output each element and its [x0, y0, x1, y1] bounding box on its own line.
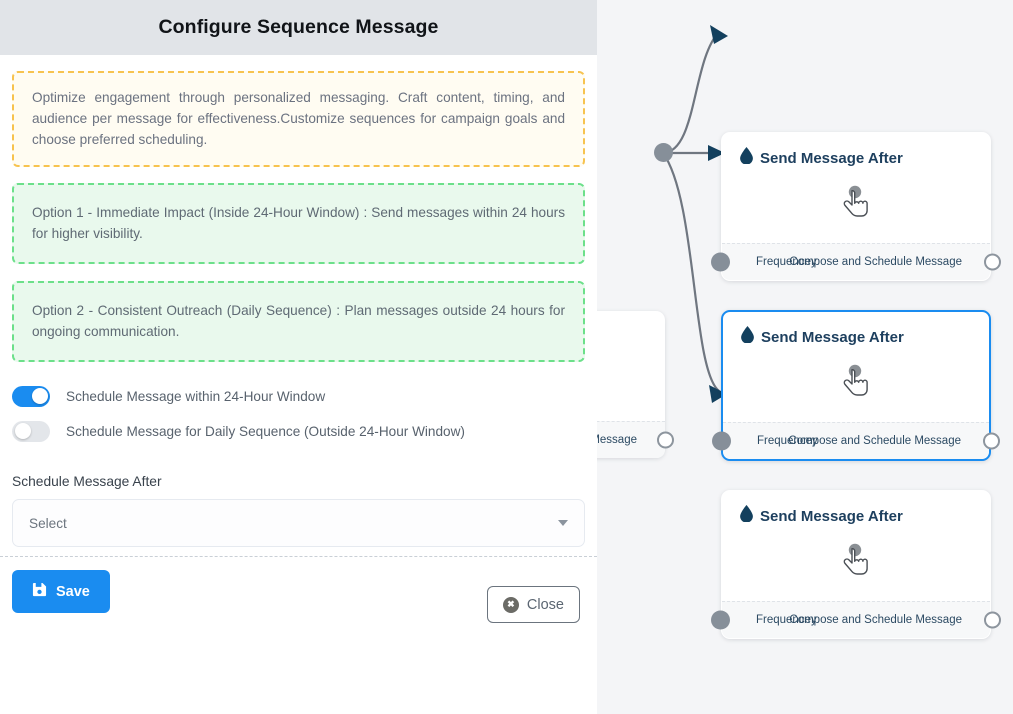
flow-canvas[interactable]: ce Message Send Message After: [597, 0, 1013, 714]
tap-hand-cursor-icon: [838, 542, 874, 587]
toggle-knob: [14, 423, 31, 440]
water-drop-icon: [740, 147, 753, 169]
node-output-label: ce Message: [597, 434, 637, 446]
node-send-message-after-1[interactable]: Send Message After Frequencey Compose an…: [711, 132, 1001, 281]
node-header: Send Message After: [722, 491, 990, 527]
output-port[interactable]: [657, 431, 674, 449]
close-button[interactable]: ✖ Close: [486, 586, 580, 623]
panel-body: Optimize engagement through personalized…: [0, 55, 597, 548]
node-title: Send Message After: [760, 149, 903, 167]
water-drop-icon: [740, 505, 753, 527]
info-note: Optimize engagement through personalized…: [12, 71, 585, 168]
input-port[interactable]: [711, 610, 730, 630]
save-button-label: Save: [56, 583, 90, 600]
option-1-note: Option 1 - Immediate Impact (Inside 24-H…: [12, 183, 585, 265]
node-title: Send Message After: [760, 507, 903, 525]
floppy-disk-save-icon: [32, 582, 47, 601]
node-footer: Frequencey Compose and Schedule Message: [712, 422, 1000, 459]
save-button[interactable]: Save: [12, 570, 110, 613]
node-output-label: Compose and Schedule Message: [789, 256, 962, 268]
output-port[interactable]: [984, 253, 1001, 271]
node-input-label: Frequencey: [756, 256, 817, 268]
node-footer: Frequencey Compose and Schedule Message: [711, 601, 1001, 638]
input-port[interactable]: [711, 252, 730, 272]
schedule-message-after-label: Schedule Message After: [12, 474, 162, 490]
upstream-output-port[interactable]: [654, 143, 673, 162]
input-port[interactable]: [712, 431, 731, 451]
node-body: [723, 348, 989, 422]
toggle-label-daily-sequence: Schedule Message for Daily Sequence (Out…: [66, 423, 465, 439]
node-send-message-after-3[interactable]: Send Message After Frequencey Compose an…: [711, 490, 1001, 639]
footer-divider: [0, 556, 597, 557]
panel-header: Configure Sequence Message: [0, 0, 597, 55]
option-2-note: Option 2 - Consistent Outreach (Daily Se…: [12, 281, 585, 363]
upstream-node-partial[interactable]: ce Message: [597, 311, 674, 458]
toggle-knob: [31, 388, 48, 405]
node-title: Send Message After: [761, 328, 904, 346]
toggle-row-within-24h[interactable]: Schedule Message within 24-Hour Window: [12, 379, 585, 413]
panel-footer: Save ✖ Close: [0, 557, 597, 714]
tap-hand-cursor-icon: [838, 363, 874, 408]
node-header: Send Message After: [722, 133, 990, 169]
node-send-message-after-2-selected[interactable]: Send Message After Frequencey Compose an…: [712, 310, 1000, 461]
node-body: [722, 527, 990, 601]
select-value: Select: [29, 515, 67, 531]
node-output-label: Compose and Schedule Message: [788, 435, 961, 447]
node-footer: ce Message: [597, 421, 674, 458]
schedule-message-after-select[interactable]: Select: [12, 499, 585, 548]
configure-sequence-panel: Configure Sequence Message Optimize enga…: [0, 0, 597, 714]
flow-edges: [662, 25, 728, 403]
circle-x-icon: ✖: [502, 596, 519, 613]
node-input-label: Frequencey: [757, 435, 818, 447]
node-header: Send Message After: [723, 312, 989, 348]
close-button-label: Close: [526, 596, 564, 613]
output-port[interactable]: [983, 432, 1000, 450]
toggle-switch-daily-sequence[interactable]: [12, 420, 50, 442]
node-output-label: Compose and Schedule Message: [789, 614, 962, 626]
node-footer: Frequencey Compose and Schedule Message: [711, 243, 1001, 280]
node-body: [722, 169, 990, 243]
tap-hand-cursor-icon: [838, 184, 874, 229]
node-header: [597, 311, 665, 347]
water-drop-icon: [741, 326, 754, 348]
node-input-label: Frequencey: [756, 614, 817, 626]
node-body: [597, 347, 665, 421]
page-title: Configure Sequence Message: [158, 16, 439, 38]
toggle-label-within-24h: Schedule Message within 24-Hour Window: [66, 388, 326, 404]
chevron-down-icon: [558, 520, 568, 527]
toggle-row-daily-sequence[interactable]: Schedule Message for Daily Sequence (Out…: [12, 414, 585, 448]
toggle-switch-within-24h[interactable]: [12, 385, 50, 407]
output-port[interactable]: [984, 611, 1001, 629]
